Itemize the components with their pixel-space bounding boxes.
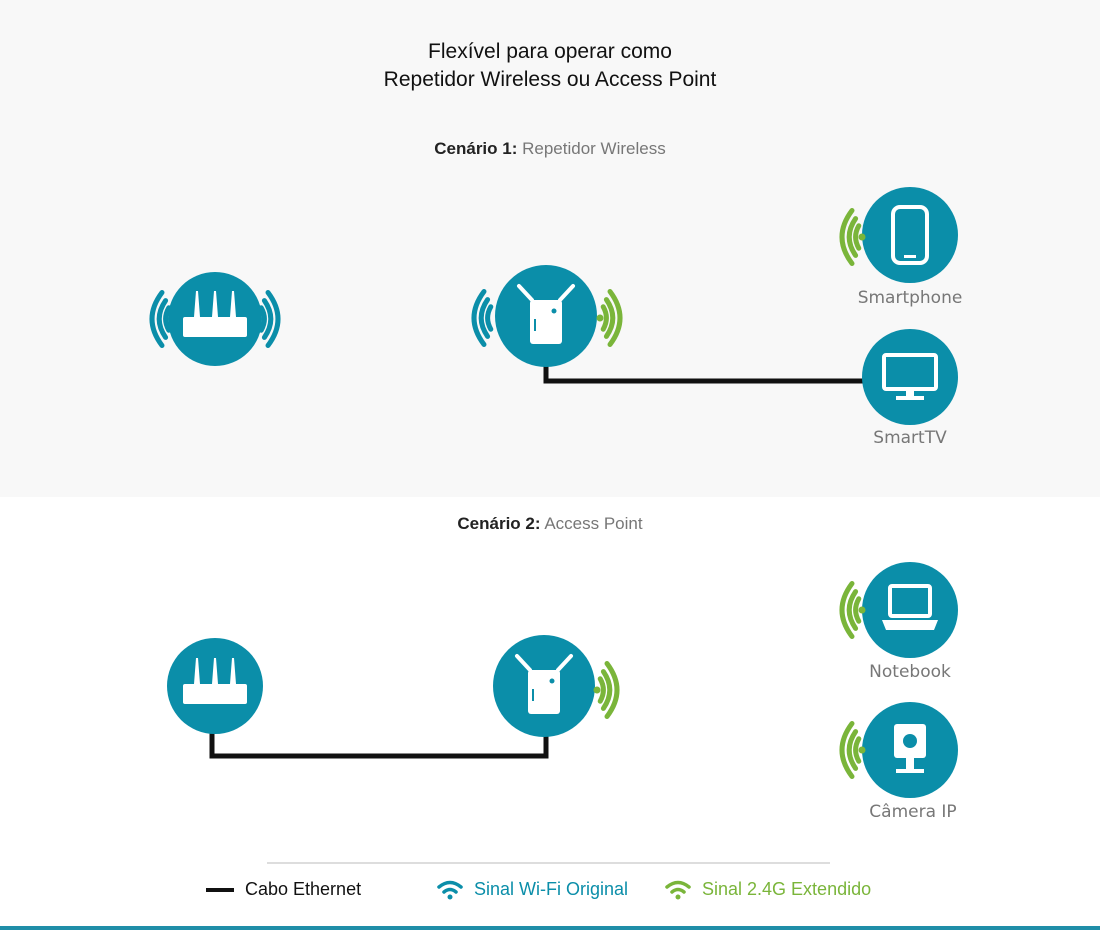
- wifi-original-icon: [437, 880, 463, 900]
- extender-2-node: [493, 635, 595, 737]
- signal-wave-5-2: [839, 581, 855, 639]
- signal-wave-7-0: [597, 676, 606, 704]
- notebook-node: [862, 562, 958, 658]
- signal-dot: [858, 746, 866, 754]
- signal-wave-1-0: [258, 305, 267, 333]
- bottom-border: [0, 926, 1100, 930]
- divider: [267, 862, 830, 864]
- smarttv-label: SmartTV: [873, 428, 947, 448]
- router-2-icon: [183, 658, 247, 704]
- extender-2-icon: [515, 654, 573, 714]
- legend-original: Sinal Wi-Fi Original: [474, 879, 629, 899]
- camera-label: Câmera IP: [869, 802, 957, 822]
- signal-wave-2-0: [485, 304, 494, 332]
- signal-wave-1-1: [261, 298, 274, 340]
- signal-wave-0-1: [156, 298, 169, 340]
- camera-icon: [894, 724, 926, 773]
- legend-extended: Sinal 2.4G Extendido: [702, 879, 872, 899]
- signal-wave-7-1: [600, 669, 613, 711]
- signal-wave-2-1: [478, 297, 491, 339]
- signal-wave-0-0: [163, 305, 172, 333]
- signal-wave-6-2: [839, 721, 855, 779]
- extender-1-icon: [517, 284, 575, 344]
- signal-wave-4-2: [839, 208, 855, 266]
- smarttv-icon: [882, 353, 938, 400]
- signal-dot: [858, 606, 866, 614]
- signal-wave-5-0: [853, 596, 862, 624]
- scenario1-heading: Cenário 1: Repetidor Wireless: [434, 139, 666, 158]
- smartphone-node: [862, 187, 958, 283]
- signal-wave-3-1: [603, 297, 616, 339]
- smartphone-label: Smartphone: [857, 288, 963, 308]
- smartphone-icon: [891, 205, 929, 265]
- signal-wave-7-2: [604, 661, 620, 719]
- signal-wave-6-1: [846, 729, 859, 771]
- signal-dot: [593, 686, 601, 694]
- wifi-extended-icon: [665, 880, 691, 900]
- smarttv-node: [862, 329, 958, 425]
- signal-wave-0-2: [149, 290, 165, 348]
- signal-dot: [596, 314, 604, 322]
- signal-wave-2-2: [471, 289, 487, 347]
- signal-wave-4-0: [853, 223, 862, 251]
- camera-node: [862, 702, 958, 798]
- scenario2-heading: Cenário 2: Access Point: [457, 514, 643, 533]
- extender-1-node: [495, 265, 597, 367]
- signal-wave-4-1: [846, 216, 859, 258]
- signal-wave-3-0: [600, 304, 609, 332]
- signal-wave-5-1: [846, 589, 859, 631]
- ethernet-cable-1: [543, 360, 866, 384]
- ethernet-cable-2: [209, 730, 549, 759]
- legend-ethernet: Cabo Ethernet: [245, 879, 362, 899]
- router-1-icon: [183, 291, 247, 337]
- ethernet-legend-icon: [206, 888, 234, 892]
- notebook-icon: [882, 584, 938, 630]
- signal-wave-6-0: [853, 736, 862, 764]
- signal-wave-3-2: [607, 289, 623, 347]
- notebook-label: Notebook: [869, 662, 951, 682]
- signal-wave-1-2: [265, 290, 281, 348]
- signal-dot: [858, 233, 866, 241]
- router-1-node: [168, 272, 262, 366]
- router-2-node: [167, 638, 263, 734]
